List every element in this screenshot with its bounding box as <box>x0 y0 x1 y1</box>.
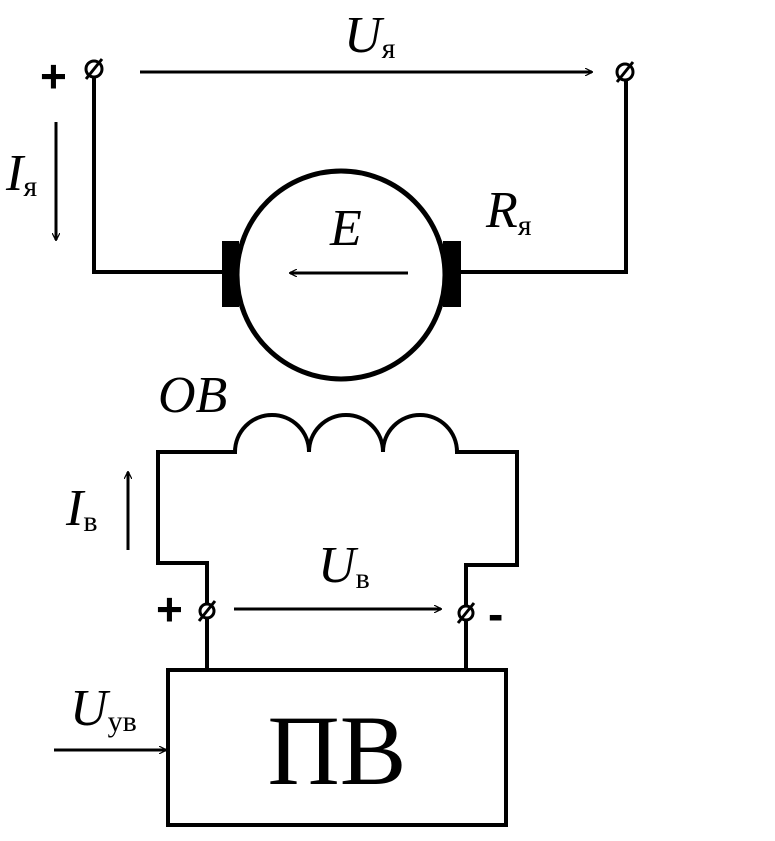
armature-left-wire <box>92 78 222 274</box>
emf-label: E <box>329 200 362 257</box>
field-right-terminal <box>456 602 476 624</box>
left-brush <box>222 241 239 307</box>
field-left-wire <box>156 450 235 605</box>
armature-circuit: + Uя Iя E Rя <box>5 7 635 382</box>
field-plus-sign: + <box>156 583 183 635</box>
converter-label: ПВ <box>268 695 407 806</box>
armature-resistance-label: Rя <box>485 182 532 242</box>
armature-current-label: Iя <box>5 145 37 203</box>
control-voltage-label: Uув <box>70 680 137 738</box>
field-current-label: Iв <box>65 480 98 538</box>
right-brush <box>443 241 461 307</box>
armature-voltage-label: Uя <box>344 7 396 65</box>
converter-block: ПВ Uув <box>54 668 508 827</box>
armature-right-wire <box>461 78 628 274</box>
armature-plus-sign: + <box>40 50 67 102</box>
field-voltage-label: Uв <box>318 537 370 595</box>
armature-right-terminal <box>615 61 635 83</box>
field-winding-label: OB <box>158 367 227 424</box>
converter-box <box>166 668 508 827</box>
field-winding-coil <box>158 413 519 605</box>
field-minus-sign: - <box>488 588 503 640</box>
armature-left-terminal <box>84 58 104 80</box>
field-circuit: OB Iв + - Uв <box>65 367 519 670</box>
